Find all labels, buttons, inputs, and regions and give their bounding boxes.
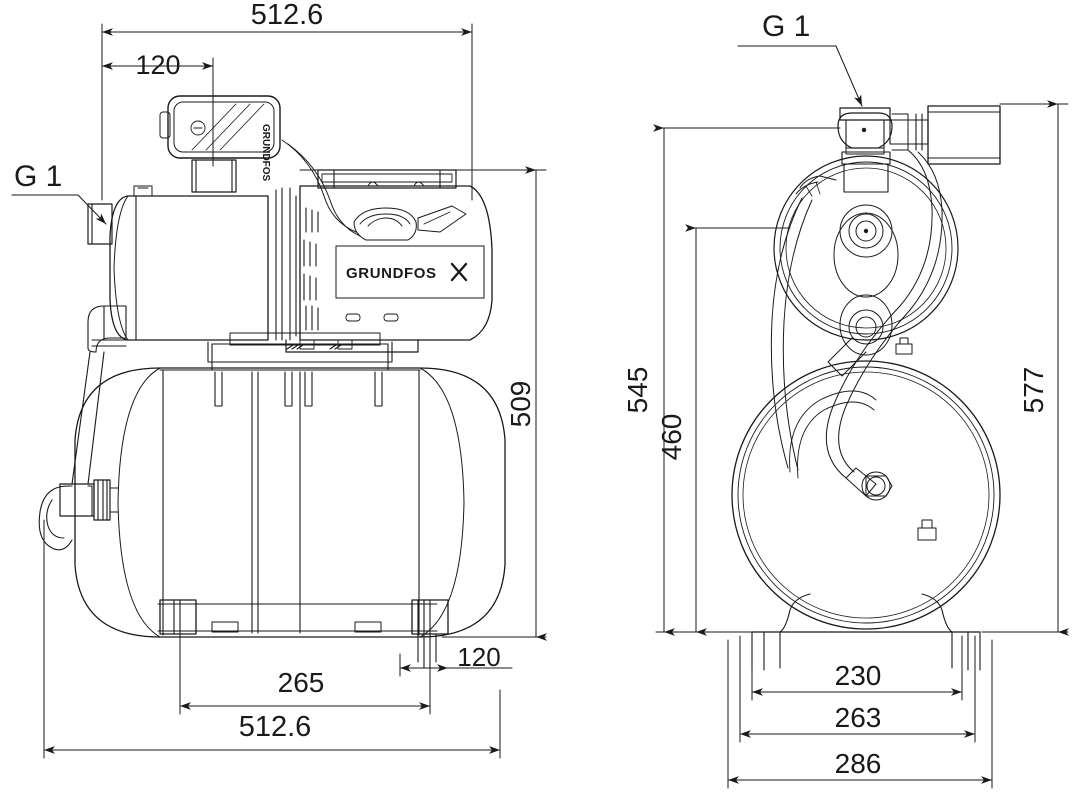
motor-logo: GRUNDFOS [346,262,468,282]
suction-pipe-assembly [38,305,127,551]
motor-cable [281,139,361,237]
dim-label-263: 263 [835,702,882,733]
pump-housing [87,157,269,341]
dim-509 [299,166,547,641]
dim-label-230: 230 [835,660,882,691]
dim-120-bottom [399,653,513,677]
svg-text:GRUNDFOS: GRUNDFOS [346,265,437,282]
dim-265 [179,605,431,715]
tank-base-rail [157,599,449,669]
tank-mounting-bracket [207,332,393,407]
dim-label-120-top: 120 [135,50,180,80]
dim-120-top [101,57,214,167]
pump-end-view [773,151,959,377]
dim-545 [653,124,841,636]
dim-label-120-bottom: 120 [457,642,500,672]
label-g1-front-view: G 1 [762,10,810,43]
tank-base-feet [751,593,981,671]
connection-hose [770,149,943,501]
discharge-tee-port [837,107,929,155]
dim-label-512-6-top: 512.6 [251,0,324,31]
dim-label-265: 265 [278,667,325,698]
dim-286 [727,639,993,789]
dim-label-509: 509 [505,381,536,428]
dim-230 [751,631,963,701]
dim-label-460: 460 [656,414,687,461]
side-view-geometry: GRUNDFOS [38,95,506,669]
dim-512-6-top [101,23,473,201]
terminal-box-logo: GRUNDFOS [260,124,271,182]
side-view-g1-leader [11,194,107,225]
base-bolt-detail [895,337,937,541]
dim-263 [739,635,976,743]
front-view-dimensions [653,100,1069,789]
dim-label-545: 545 [622,367,653,414]
pressure-switch-box: GRUNDFOS [159,95,281,182]
dim-577 [981,100,1069,636]
dim-label-512-6-bottom: 512.6 [239,711,312,743]
dim-label-286: 286 [835,748,882,779]
front-view-geometry [731,105,1001,671]
svg-text:GRUNDFOS: GRUNDFOS [260,124,271,182]
label-g1-side-view: G 1 [14,160,62,193]
side-view-dimensions [43,23,547,759]
dim-512-6-bottom [43,519,501,759]
front-view-g1-leader [737,45,863,107]
dim-label-577: 577 [1018,367,1049,414]
dim-460 [685,224,791,636]
electric-motor: GRUNDFOS [275,169,493,353]
pressure-switch-box-front [927,105,1001,165]
pressure-tank [74,367,506,638]
